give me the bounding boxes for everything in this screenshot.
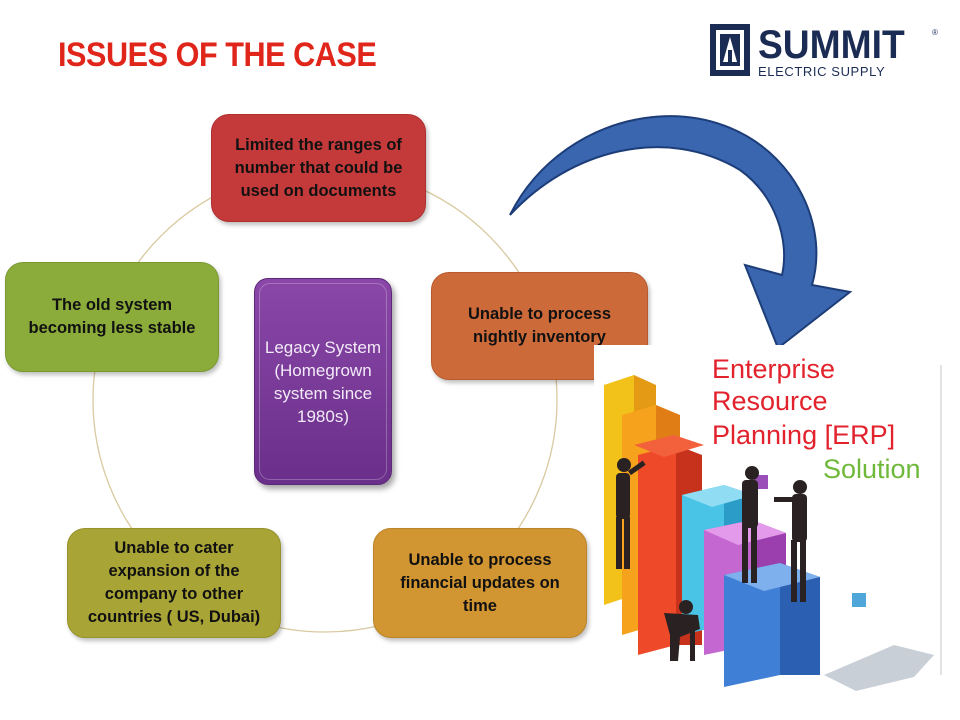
logo-registered-mark: ® — [932, 28, 938, 37]
logo-subtitle: ELECTRIC SUPPLY — [758, 64, 886, 79]
center-label: Legacy System (Homegrown system since 19… — [264, 337, 382, 426]
issue-node-financial-updates: Unable to process financial updates on t… — [373, 528, 587, 638]
erp-line-planning: Planning [ERP] — [712, 420, 896, 450]
center-legacy-system: Legacy System (Homegrown system since 19… — [254, 278, 392, 485]
issue-node-expansion: Unable to cater expansion of the company… — [67, 528, 281, 638]
erp-line-resource: Resource — [712, 386, 828, 416]
erp-line-enterprise: Enterprise — [712, 354, 836, 384]
logo-wordmark: SUMMIT — [758, 23, 905, 67]
issue-node-number-ranges: Limited the ranges of number that could … — [211, 114, 426, 222]
issue-node-stability: The old system becoming less stable — [5, 262, 219, 372]
curved-arrow-icon — [509, 115, 853, 350]
slide-title: ISSUES OF THE CASE — [58, 36, 377, 74]
erp-line-solution: Solution — [823, 454, 921, 484]
erp-illustration: Enterprise Resource Planning [ERP] Solut… — [594, 345, 952, 697]
summit-logo-icon — [710, 24, 750, 76]
erp-blocks-image — [594, 345, 952, 697]
